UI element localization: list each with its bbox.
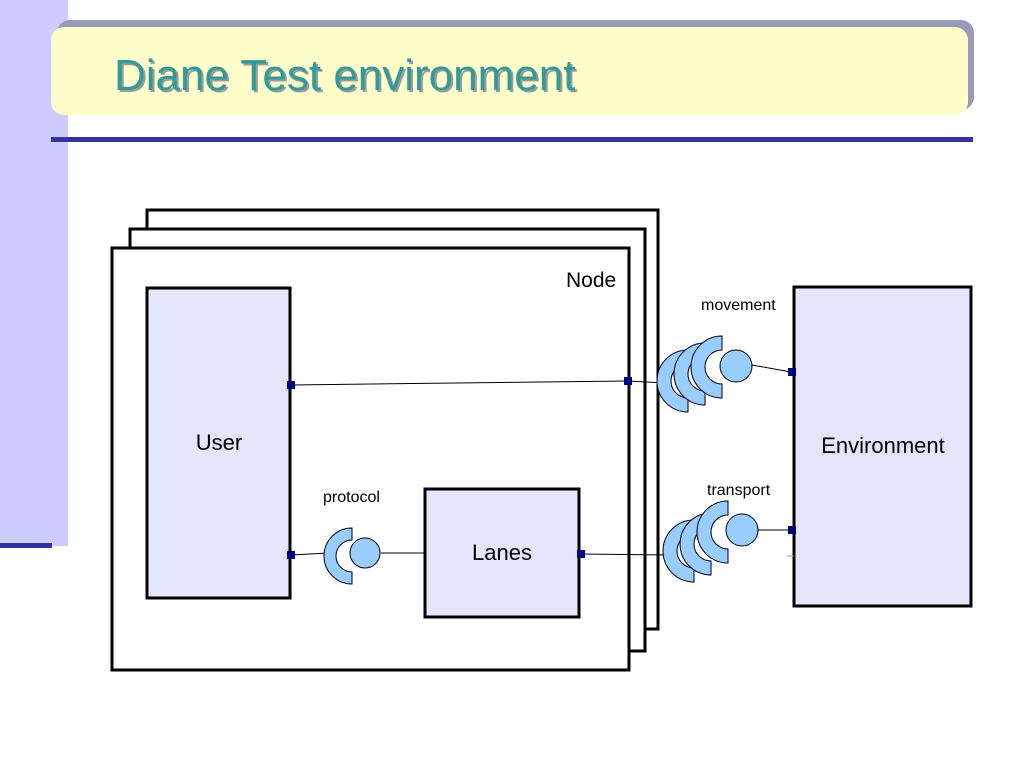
user-port-bottom (287, 551, 295, 559)
movement-connector-right (751, 364, 792, 373)
environment-port-top (788, 368, 796, 376)
environment-component (792, 285, 973, 608)
user-component (145, 286, 292, 600)
environment-port-bottom (788, 526, 796, 534)
protocol-interface-icon (323, 527, 381, 585)
user-port-top (287, 381, 295, 389)
transport-label: transport (707, 482, 771, 499)
user-to-protocol-connector (290, 552, 329, 556)
environment-label: Environment (821, 433, 945, 458)
transport-interface-icon (662, 500, 759, 583)
movement-interface-icon (656, 335, 753, 413)
lanes-to-transport-connector (580, 553, 669, 556)
slide-title: Diane Test environment (114, 51, 576, 100)
user-label: User (196, 430, 242, 455)
left-band-rule (0, 543, 52, 548)
lanes-port (577, 550, 585, 558)
movement-label: movement (701, 297, 776, 314)
node-label: Node (566, 269, 616, 292)
lanes-label: Lanes (472, 540, 532, 565)
title-box (51, 27, 968, 115)
protocol-label: protocol (323, 489, 380, 506)
node-port (624, 377, 632, 385)
title-rule (51, 137, 973, 142)
user-to-node-connector (290, 380, 629, 386)
